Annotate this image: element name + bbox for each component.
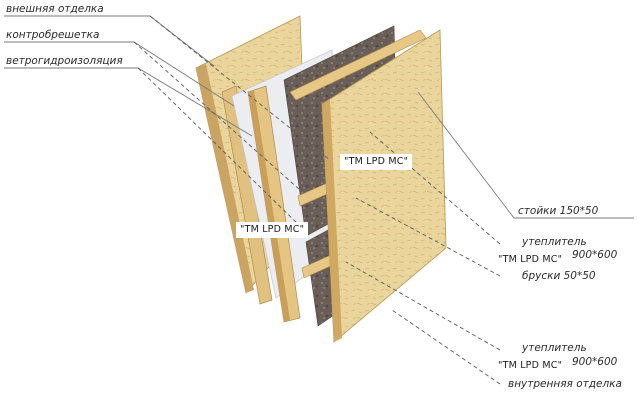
brand-tag-stud: "TM LPD MC" (236, 222, 309, 238)
label-counter-batten: контробрешетка (6, 29, 100, 41)
label-insulation-upper-size: 900*600 (572, 249, 618, 261)
brand-tag-insulation-upper: "TM LPD MC" (494, 252, 567, 268)
label-insulation-lower-size: 900*600 (572, 356, 618, 368)
leader-dash-counter (133, 41, 301, 191)
leader-dash-wind (137, 67, 301, 227)
stud-front-left-side (248, 90, 290, 322)
leader-dash-interior (391, 309, 501, 385)
label-insulation-upper: утеплитель (522, 236, 587, 248)
leader-dash-exterior (149, 15, 331, 161)
leader-dash-bars (355, 197, 501, 277)
interior-panel-edge (322, 100, 342, 342)
label-interior-finish: внутренняя отделка (508, 378, 622, 390)
label-bars: бруски 50*50 (522, 270, 596, 282)
leader-dash-insulation-lower (345, 261, 501, 351)
label-insulation-lower: утеплитель (522, 342, 587, 354)
label-exterior-finish: внешняя отделка (6, 3, 104, 15)
brand-tag-insulation-lower: "TM LPD MC" (494, 358, 567, 374)
label-wind-barrier: ветрогидроизоляция (6, 55, 123, 67)
brand-tag-panel: "TM LPD MC" (340, 154, 413, 170)
leader-studs (417, 91, 634, 219)
leader-dash-insulation-upper (369, 131, 501, 245)
bar-top (289, 29, 427, 101)
label-studs: стойки 150*50 (518, 205, 599, 217)
